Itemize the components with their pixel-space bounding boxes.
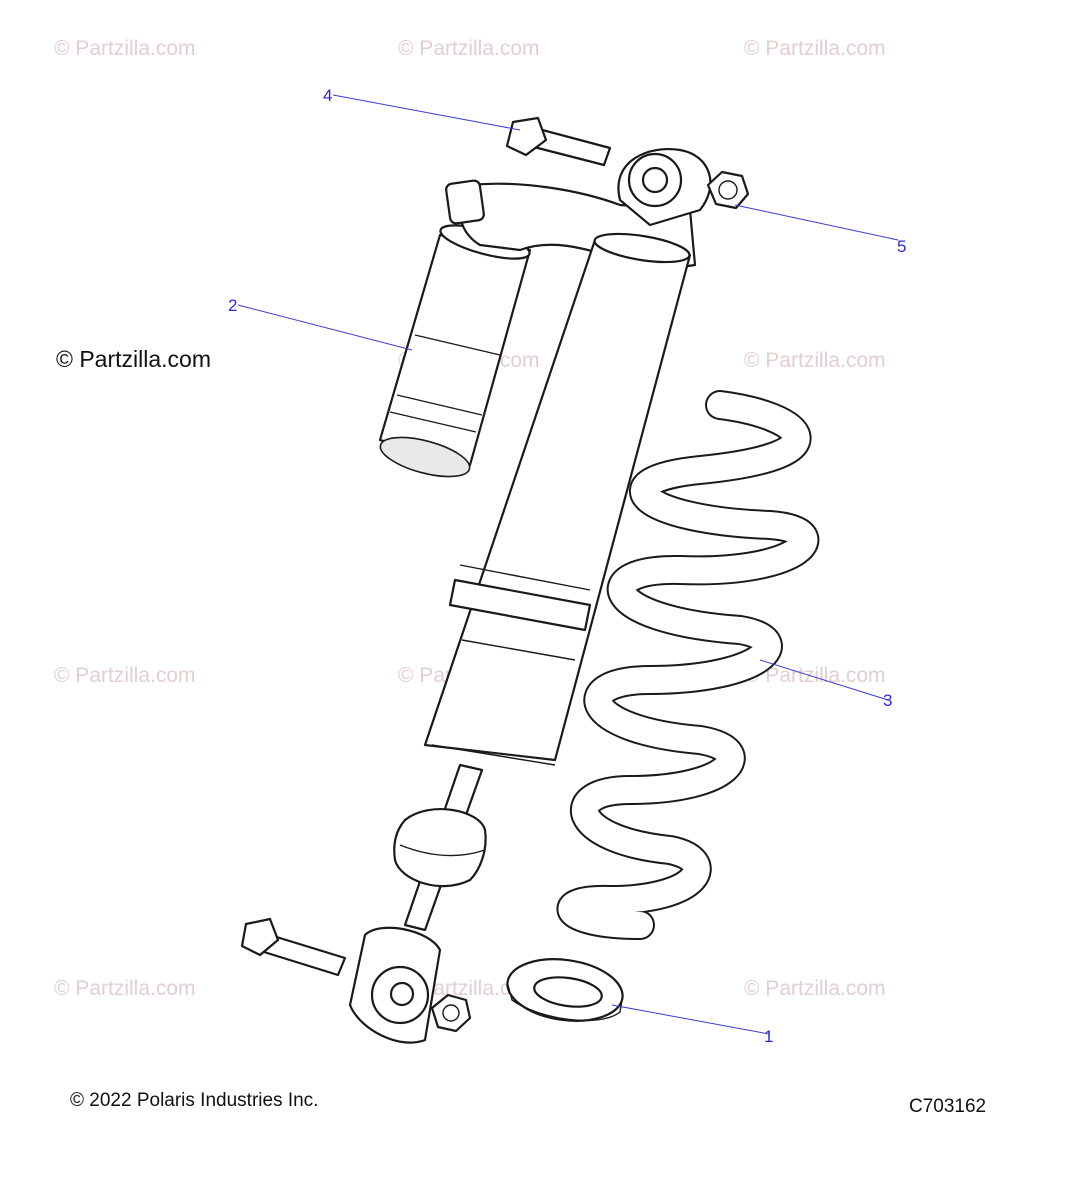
- callout-5: 5: [897, 237, 906, 256]
- watermark: © Partzilla.com: [398, 37, 540, 60]
- brand-label: © Partzilla.com: [56, 346, 211, 372]
- callout-2: 2: [228, 296, 237, 315]
- spring-retainer: [506, 958, 624, 1022]
- coil-spring: [556, 390, 820, 940]
- lower-nut: [430, 993, 472, 1033]
- callouts: 1 2 3 4 5: [228, 86, 906, 1046]
- leader-lines: [237, 94, 899, 1035]
- watermark: © Partzilla.com: [744, 977, 886, 1000]
- diagram-code: C703162: [909, 1096, 987, 1117]
- shock-body: [423, 232, 692, 766]
- lower-bolt: [240, 917, 347, 977]
- shaft-bumper: [393, 763, 487, 932]
- watermark: © Partzilla.com: [744, 349, 886, 372]
- watermark: © Partzilla.com: [54, 37, 196, 60]
- upper-bolt: [505, 116, 612, 167]
- watermark: © Partzilla.com: [744, 37, 886, 60]
- watermark: © Partzilla.com: [744, 664, 886, 687]
- lower-eyelet: [348, 926, 442, 1044]
- watermark: © Partzilla.com: [54, 664, 196, 687]
- upper-nut: [706, 170, 750, 210]
- callout-4: 4: [323, 86, 332, 105]
- callout-3: 3: [883, 691, 892, 710]
- copyright-notice: © 2022 Polaris Industries Inc.: [70, 1090, 319, 1111]
- callout-1: 1: [764, 1027, 773, 1046]
- watermark: © Partzilla.com: [54, 977, 196, 1000]
